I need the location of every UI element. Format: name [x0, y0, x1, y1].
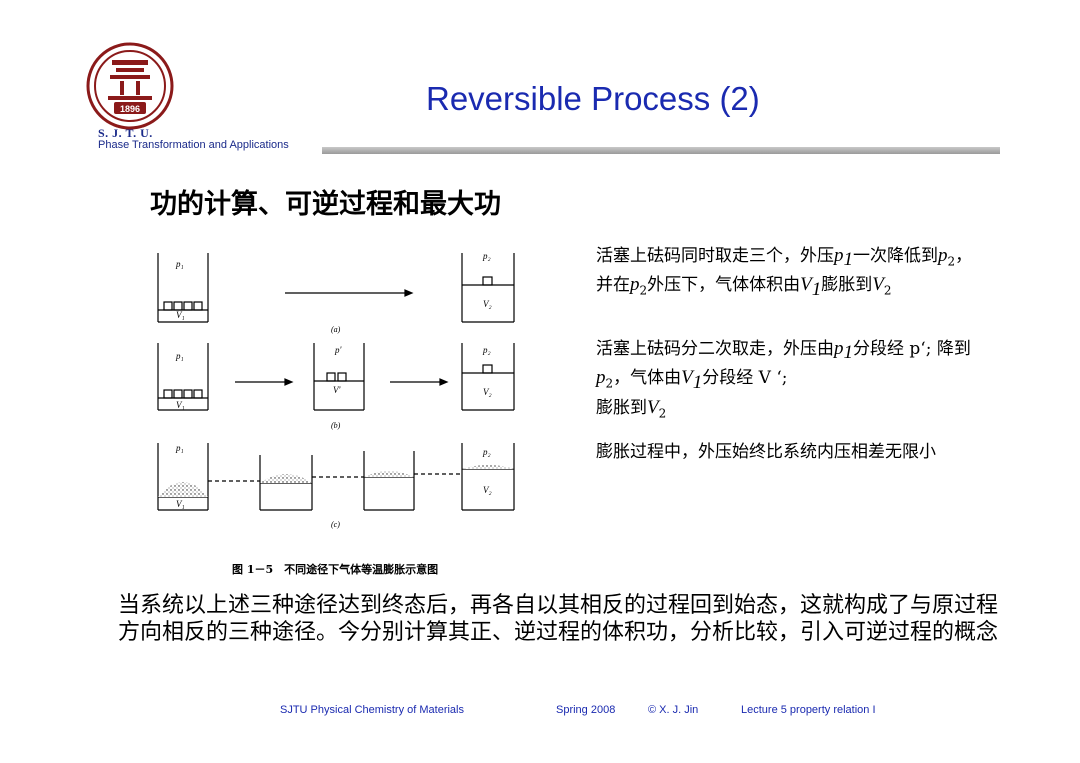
row-b-initial-cylinder [157, 343, 209, 411]
footer-school: SJTU Physical Chemistry of Materials [280, 704, 464, 716]
label-p1-b: p₁ [175, 351, 184, 361]
label-vprime: V' [333, 385, 341, 395]
label-p2-c: p₂ [482, 447, 491, 457]
institution-name: S. J. T. U. [98, 126, 153, 140]
label-a: (a) [331, 325, 341, 334]
expansion-diagram: p₁ V₁ p₂ V₂ (a) p₁ V₁ p' V' p₂ V₂ (b) p₁… [157, 251, 515, 529]
label-c: (c) [331, 520, 340, 529]
label-b: (b) [331, 421, 341, 430]
sjtu-logo: 1896 [86, 42, 174, 130]
row-b-middle-cylinder [313, 343, 365, 411]
label-v1-c: V₁ [176, 499, 185, 509]
note-path-b: 活塞上砝码分二次取走，外压由p1分段经 p‘; 降到p2，气体由V1分段经 V … [596, 338, 971, 421]
slide-title: Reversible Process (2) [426, 80, 760, 117]
label-p1-a: p₁ [175, 259, 184, 269]
footer-term: Spring 2008 [556, 704, 616, 716]
footer-author: © X. J. Jin [648, 704, 699, 716]
label-p1-c: p₁ [175, 443, 184, 453]
label-v2-b: V₂ [483, 387, 492, 397]
slide-subtitle: 功的计算、可逆过程和最大功 [150, 189, 501, 220]
row-c-cylinder-3 [363, 451, 415, 511]
logo-year: 1896 [120, 104, 140, 114]
figure-caption: 图 1－5 不同途径下气体等温膨胀示意图 [232, 563, 439, 576]
course-name: Phase Transformation and Applications [98, 139, 289, 151]
row-c-cylinder-4 [461, 443, 515, 511]
label-v1-b: V₁ [176, 400, 185, 410]
row-a-initial-cylinder [157, 253, 209, 323]
note-path-c: 膨胀过程中，外压始终比系统内压相差无限小 [596, 442, 936, 462]
label-p2-a: p₂ [482, 251, 491, 261]
label-v2-c: V₂ [483, 485, 492, 495]
body-paragraph: 当系统以上述三种途径达到终态后，再各自以其相反的过程回到始态，这就构成了与原过程… [118, 593, 999, 645]
label-v1-a: V₁ [176, 310, 185, 320]
row-c-cylinder-1 [157, 443, 209, 511]
label-v2-a: V₂ [483, 299, 492, 309]
row-a-final-cylinder [461, 253, 515, 323]
label-p2-b: p₂ [482, 345, 491, 355]
label-pprime: p' [334, 345, 343, 355]
row-b-final-cylinder [461, 343, 515, 411]
row-c-cylinder-2 [259, 455, 313, 511]
note-path-a: 活塞上砝码同时取走三个，外压p1一次降低到p2，并在p2外压下，气体体积由V1膨… [596, 245, 973, 300]
header-divider [322, 147, 1000, 154]
footer-lecture: Lecture 5 property relation I [741, 704, 876, 716]
